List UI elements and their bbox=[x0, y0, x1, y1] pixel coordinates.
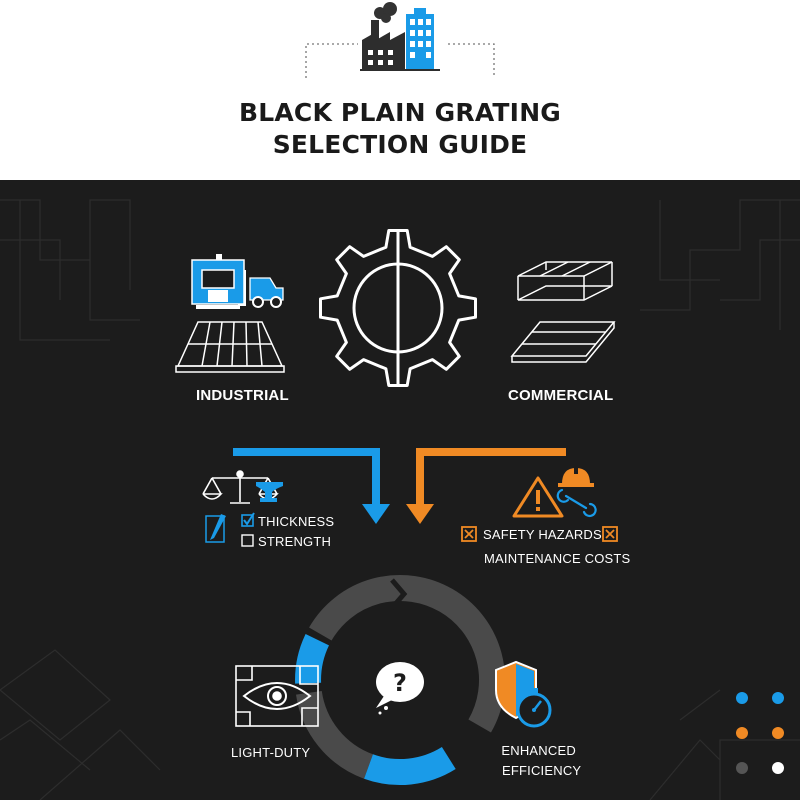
decorative-dots bbox=[736, 692, 784, 774]
factory-icon bbox=[360, 2, 440, 71]
checklist-item-strength: STRENGTH bbox=[258, 534, 332, 549]
blue-flow-arrow bbox=[233, 448, 390, 524]
title-line-1: BLACK PLAIN GRATING bbox=[238, 98, 562, 127]
eye-icon bbox=[235, 665, 319, 727]
press-machine-icon bbox=[191, 254, 245, 309]
checkbox-strength bbox=[241, 534, 254, 547]
stopwatch-icon bbox=[516, 688, 552, 728]
warning-icon bbox=[512, 476, 564, 518]
title-line-2: SELECTION GUIDE bbox=[272, 130, 528, 159]
header-graphics bbox=[305, 2, 495, 78]
pallet-rack-icon bbox=[510, 261, 616, 363]
maintenance-costs-label: MAINTENANCE COSTS bbox=[484, 551, 631, 566]
category-commercial: COMMERCIAL bbox=[508, 387, 614, 404]
grating-panel-icon bbox=[175, 321, 285, 373]
anvil-icon bbox=[256, 482, 283, 502]
scale-icon bbox=[202, 470, 279, 504]
pen-icon bbox=[205, 514, 226, 543]
wrench-icon bbox=[556, 488, 597, 518]
background-pattern bbox=[0, 199, 800, 800]
header-panel: BLACK PLAIN GRATING SELECTION GUIDE bbox=[0, 0, 800, 180]
checklist-item-thickness: THICKNESS bbox=[258, 514, 335, 529]
hard-hat-icon bbox=[558, 466, 594, 487]
category-industrial: INDUSTRIAL bbox=[196, 387, 289, 404]
safety-hazards-label: SAFETY HAZARDS bbox=[483, 527, 602, 542]
gear-icon bbox=[319, 229, 477, 387]
enhanced-efficiency-label: ENHANCED EFFICIENCY bbox=[496, 741, 581, 781]
x-box-left bbox=[461, 526, 477, 542]
light-duty-label: LIGHT-DUTY bbox=[231, 745, 311, 760]
enhanced-label-line-2: EFFICIENCY bbox=[502, 763, 582, 778]
orange-flow-arrow bbox=[406, 448, 566, 524]
checkbox-thickness bbox=[241, 512, 255, 527]
cycle-ring bbox=[295, 575, 506, 786]
bracket-dotted bbox=[305, 43, 495, 78]
question-bubble-icon: ? bbox=[376, 662, 424, 715]
page-title: BLACK PLAIN GRATING SELECTION GUIDE bbox=[0, 97, 800, 161]
question-mark: ? bbox=[393, 669, 407, 697]
forklift-icon bbox=[238, 270, 284, 308]
x-box-right bbox=[602, 526, 618, 542]
enhanced-label-line-1: ENHANCED bbox=[501, 743, 576, 758]
